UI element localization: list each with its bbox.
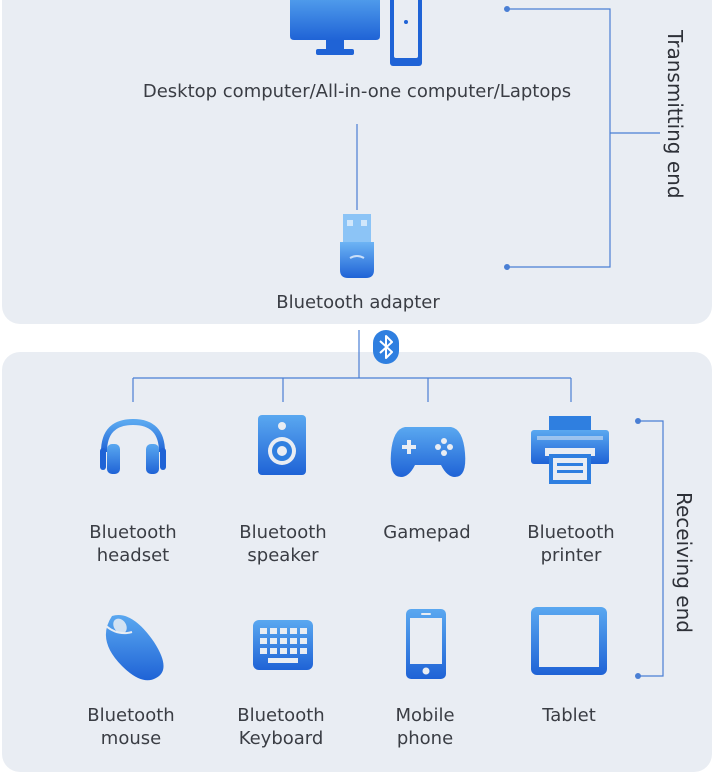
keyboard-icon: [253, 620, 313, 670]
device-label-gamepad: Gamepad: [383, 522, 471, 543]
computer-icon: [290, 0, 422, 66]
phone-icon: [406, 609, 446, 679]
headset-icon: [100, 418, 166, 474]
mouse-icon: [105, 615, 164, 681]
transmitting-end-label: Transmitting end: [663, 30, 687, 199]
device-label-tablet: Tablet: [542, 705, 596, 726]
connector-lines: [132, 6, 664, 679]
transmitting-bracket: [504, 6, 660, 270]
gamepad-icon: [390, 427, 466, 477]
receiving-bracket: [635, 418, 664, 679]
adapter-label: Bluetooth adapter: [276, 292, 440, 313]
receiving-end-label: Receiving end: [672, 492, 696, 633]
tablet-icon: [531, 607, 607, 675]
speaker-icon: [258, 415, 306, 475]
printer-icon: [531, 416, 609, 484]
bluetooth-adapter-icon: [340, 214, 374, 278]
computer-label: Desktop computer/All-in-one computer/Lap…: [142, 81, 572, 102]
bluetooth-icon: [373, 330, 399, 364]
